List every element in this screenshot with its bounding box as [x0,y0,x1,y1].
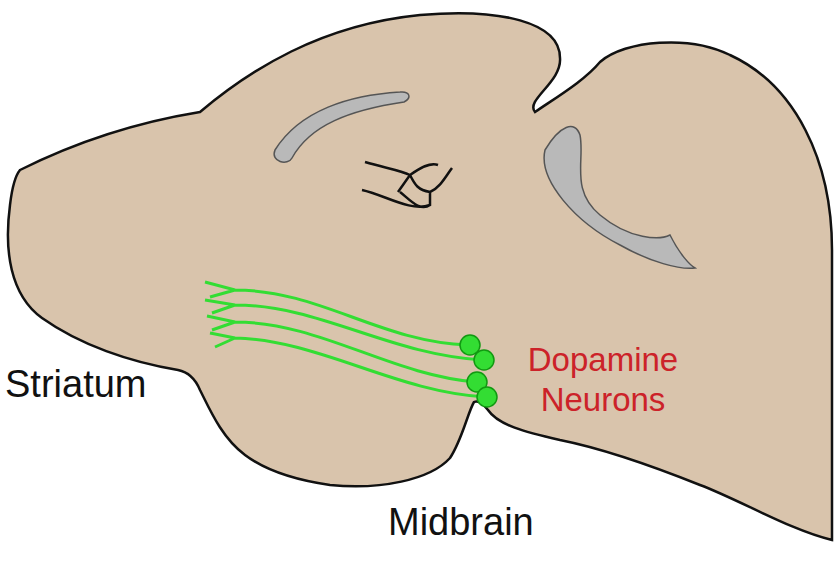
brain-outline [8,13,832,540]
dopamine-neuron-cell [460,335,497,407]
axon-projection [205,282,486,397]
region-label: Midbrain [388,500,534,546]
region-label: Striatum [5,362,146,408]
cell-label: Dopamine Neurons [518,340,688,419]
ventricle [544,127,695,269]
ventricle [274,92,409,162]
sulcus-line [362,162,452,207]
